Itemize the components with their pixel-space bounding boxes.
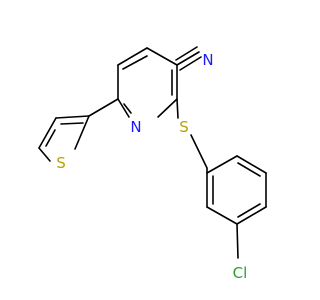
atom-label-group: S S N N Cl bbox=[56, 51, 247, 282]
atom-label-n-nitrile: N bbox=[202, 51, 213, 69]
bond-group bbox=[38, 46, 267, 259]
benzene-inner-bond bbox=[237, 203, 261, 218]
atom-label-n-pyridine: N bbox=[130, 118, 141, 136]
thiophene-bond bbox=[38, 117, 57, 149]
thiophene-inner-bond bbox=[45, 129, 56, 147]
atom-label-cl: Cl bbox=[233, 264, 248, 282]
pyridine-bond bbox=[117, 98, 130, 118]
benzene-bond bbox=[206, 155, 238, 174]
nitrile-triple-bond bbox=[175, 46, 198, 61]
biaryl-bond bbox=[88, 98, 119, 117]
pyridine-bond bbox=[117, 47, 148, 66]
thiophene-bond bbox=[38, 147, 51, 162]
pyridine-bond bbox=[157, 98, 178, 118]
structure-canvas: S S N N Cl bbox=[38, 46, 267, 282]
benzene-bond bbox=[236, 206, 267, 225]
s-ch2-bond bbox=[190, 134, 208, 169]
benzene-bond bbox=[206, 206, 238, 225]
pyridine-inner-bond bbox=[122, 55, 148, 70]
molecule-diagram: S S N N Cl bbox=[38, 46, 267, 282]
pyridine-inner-bond bbox=[123, 103, 132, 114]
nitrile-triple-bond bbox=[179, 56, 202, 71]
nitrile-bond bbox=[176, 51, 200, 66]
thiophene-inner-bond bbox=[60, 122, 84, 125]
c-s-bond bbox=[176, 98, 179, 119]
benzene-inner-bond bbox=[237, 162, 261, 177]
atom-label-s-thiophene: S bbox=[56, 154, 66, 172]
benzene-bond bbox=[236, 155, 267, 174]
pyridine-bond bbox=[146, 47, 178, 66]
c-cl-bond bbox=[236, 223, 239, 259]
thiophene-bond bbox=[55, 115, 90, 119]
thiophene-bond bbox=[74, 115, 90, 150]
atom-label-s-thioether: S bbox=[179, 118, 189, 136]
